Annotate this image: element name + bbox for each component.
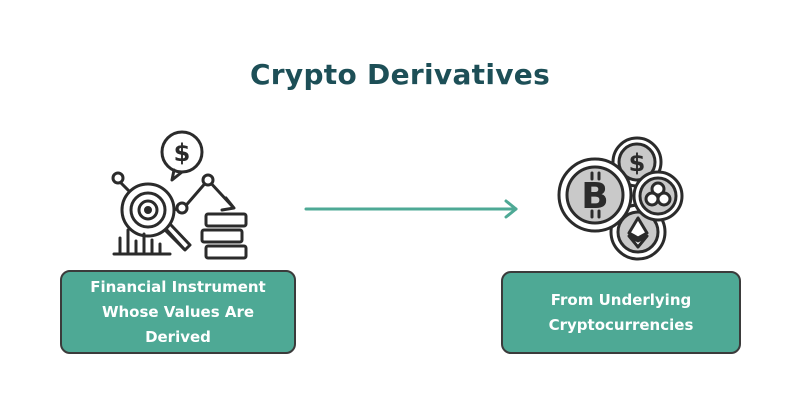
- financial-instrument-box: Financial Instrument Whose Values Are De…: [60, 270, 296, 354]
- svg-text:B: B: [581, 176, 608, 217]
- arrow-right-icon: [302, 197, 524, 221]
- underlying-cryptocurrencies-box: From Underlying Cryptocurrencies: [501, 271, 741, 354]
- underlying-cryptocurrencies-label: From Underlying Cryptocurrencies: [548, 290, 694, 334]
- cryptocurrency-coins-icon: $ B: [555, 132, 687, 262]
- diagram-title: Crypto Derivatives: [249, 58, 551, 91]
- svg-text:$: $: [629, 149, 646, 177]
- financial-instrument-label: Financial Instrument Whose Values Are De…: [90, 277, 266, 346]
- financial-analysis-icon: $: [108, 128, 253, 260]
- bitcoin-coin-icon: B: [557, 157, 633, 233]
- svg-text:$: $: [174, 139, 191, 167]
- altcoin-icon: [632, 170, 684, 222]
